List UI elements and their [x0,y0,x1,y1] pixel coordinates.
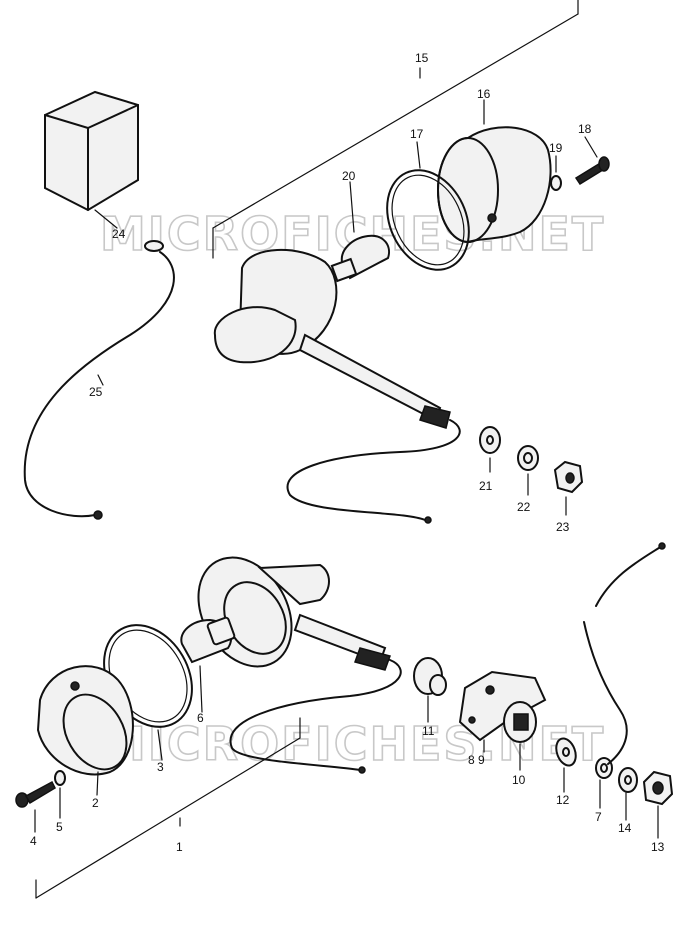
spacer-part-10 [503,701,537,771]
label-12: 12 [556,793,570,807]
screw-part-18 [574,136,610,186]
label-4: 4 [30,834,37,848]
label-6: 6 [197,711,204,725]
label-19: 19 [549,141,563,155]
label-10: 10 [512,773,526,787]
bulb-part-20 [330,181,390,283]
label-5: 5 [56,820,63,834]
washer-part-5 [54,770,66,819]
label-2: 2 [92,796,99,810]
label-7: 7 [595,810,602,824]
label-15: 15 [415,51,429,65]
label-17: 17 [410,127,424,141]
label-14: 14 [618,821,632,835]
wire-part-25 [23,240,175,520]
washer-part-7 [595,757,613,809]
relay-unit-part-24 [44,90,139,229]
gasket-part-17 [386,141,470,271]
label-13: 13 [651,840,665,854]
group-bracket-bottom [35,717,301,899]
label-21: 21 [479,479,493,493]
wire-right [583,542,666,765]
label-1: 1 [176,840,183,854]
screw-part-4 [15,780,56,833]
label-25: 25 [89,385,103,399]
label-18: 18 [578,122,592,136]
bulb-part-6 [180,616,236,713]
washer-part-19 [550,155,562,191]
label-3: 3 [157,760,164,774]
washer-part-12 [555,737,577,793]
nut-part-13 [642,770,674,839]
label-11: 11 [422,724,435,738]
washer-part-14 [618,767,638,821]
label-16: 16 [477,87,491,101]
part-labels: 15 16 17 18 19 20 21 22 23 24 25 6 11 8 … [30,51,665,854]
washer-part-22 [517,445,539,496]
washer-part-21 [479,426,501,473]
group-bracket-top [212,0,579,259]
label-24: 24 [112,227,126,241]
label-8-9: 8 9 [468,753,485,767]
turn-signal-housing-top [213,248,461,524]
grommet-part-11 [413,657,447,723]
label-23: 23 [556,520,570,534]
label-20: 20 [342,169,356,183]
lens-part-16 [437,99,552,243]
nut-part-23 [553,460,584,516]
lens-part-2 [36,665,134,796]
label-22: 22 [517,500,531,514]
